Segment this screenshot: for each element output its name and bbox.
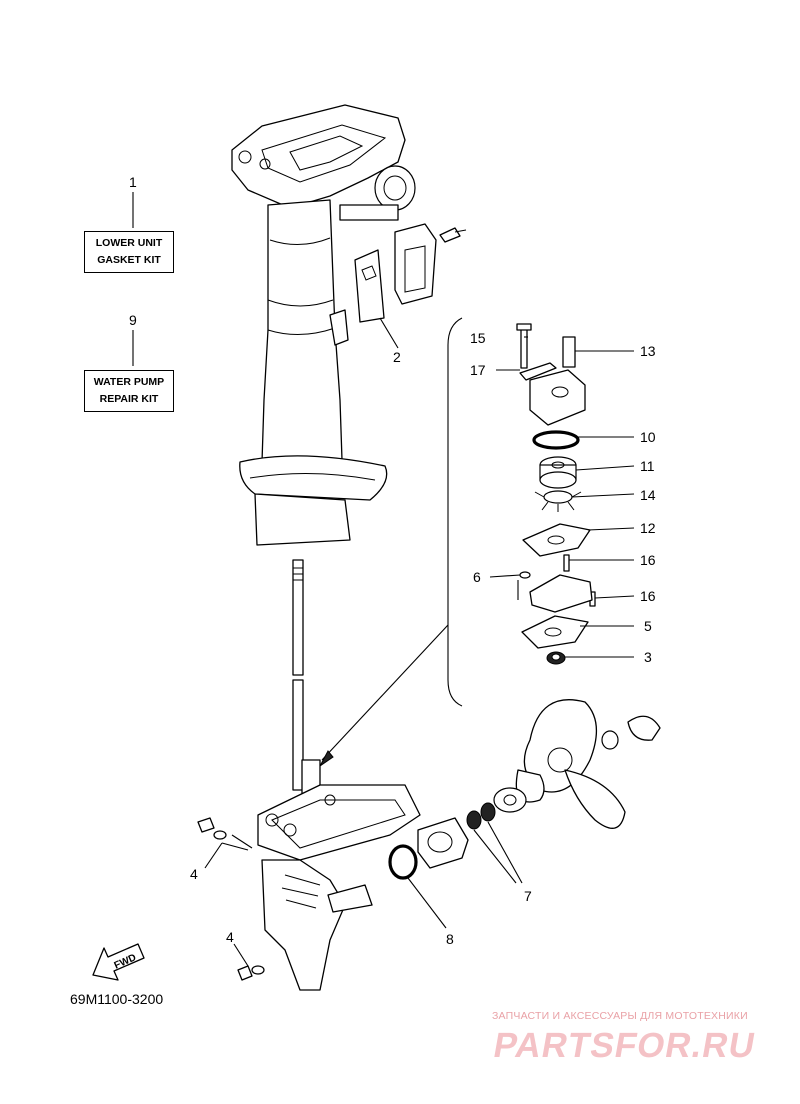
callout-8: 8 bbox=[446, 931, 454, 947]
kit-9-line1: WATER PUMP bbox=[93, 376, 165, 388]
callout-10: 10 bbox=[640, 429, 656, 445]
kit-1-line2: GASKET KIT bbox=[97, 254, 161, 266]
leader-lines bbox=[132, 192, 635, 967]
callout-4a: 4 bbox=[190, 866, 198, 882]
callout-3: 3 bbox=[644, 649, 652, 665]
callout-16b: 16 bbox=[640, 588, 656, 604]
callout-7: 7 bbox=[524, 888, 532, 904]
propeller-assembly bbox=[197, 699, 661, 981]
callout-1: 1 bbox=[129, 174, 137, 190]
callout-15: 15 bbox=[470, 330, 486, 346]
callout-11: 11 bbox=[640, 458, 655, 474]
drawing-code: 69M1100-3200 bbox=[70, 991, 164, 1007]
callout-6: 6 bbox=[473, 569, 481, 585]
water-pump-repair-kit-box: WATER PUMP REPAIR KIT bbox=[84, 370, 174, 412]
kit-9-line2: REPAIR KIT bbox=[99, 393, 159, 405]
callout-13: 13 bbox=[640, 343, 656, 359]
watermark-brand: PARTSFOR.RU bbox=[490, 1026, 759, 1065]
lower-casing bbox=[257, 759, 421, 991]
callout-16a: 16 bbox=[640, 552, 656, 568]
upper-casing bbox=[231, 104, 416, 546]
drive-shaft bbox=[292, 559, 304, 791]
fwd-arrow: FWD bbox=[92, 943, 145, 981]
callout-12: 12 bbox=[640, 520, 656, 536]
callout-5: 5 bbox=[644, 618, 652, 634]
part-2-cover bbox=[354, 223, 467, 323]
lower-unit-gasket-kit-box: LOWER UNIT GASKET KIT bbox=[84, 231, 174, 273]
kit-1-line1: LOWER UNIT bbox=[95, 237, 163, 249]
callout-14: 14 bbox=[640, 487, 656, 503]
callouts: 2 15 17 13 10 11 14 12 16 6 16 5 3 4 4 7… bbox=[129, 174, 656, 947]
callout-2: 2 bbox=[393, 349, 401, 365]
water-pump-parts bbox=[319, 317, 596, 767]
callout-17: 17 bbox=[470, 362, 486, 378]
watermark-caption: ЗАПЧАСТИ И АКСЕССУАРЫ ДЛЯ МОТОТЕХНИКИ bbox=[492, 1010, 748, 1022]
callout-9: 9 bbox=[129, 312, 137, 328]
callout-4b: 4 bbox=[226, 929, 234, 945]
